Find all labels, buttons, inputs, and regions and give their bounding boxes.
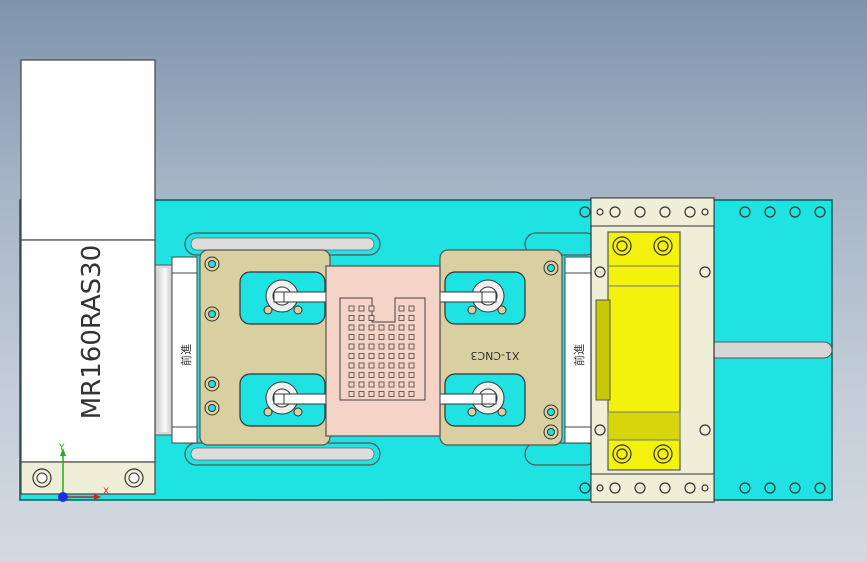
pin-grid [348,305,415,397]
contact-pin [368,381,375,388]
contact-pin [368,391,375,397]
contact-pin [398,381,405,388]
contact-pin [388,381,395,388]
servo-motor: MR160RAS30 [20,59,156,495]
right-bracket: 前進 [564,256,596,444]
contact-pin [398,372,405,378]
contact-pin [408,362,415,369]
contact-pin [388,334,395,340]
contact-pin [358,315,365,321]
contact-pin [358,372,365,378]
axis-triad: Y X [58,443,109,502]
contact-pin [358,381,365,388]
center-nest [325,265,441,437]
contact-pin [388,362,395,369]
contact-pin [368,353,375,359]
contact-pin [368,315,375,321]
contact-pin [408,334,415,340]
contact-pin [348,315,355,321]
contact-pin [408,353,415,359]
contact-pin [398,353,405,359]
contact-pin [408,343,415,350]
contact-pin [368,343,375,350]
contact-pin [358,391,365,397]
contact-pin [348,391,355,397]
contact-pin [408,315,415,321]
contact-pin [388,343,395,350]
contact-pin [368,334,375,340]
contact-pin [408,372,415,378]
contact-pin [348,334,355,340]
contact-pin [368,372,375,378]
contact-pin [358,353,365,359]
left-bracket: 前進 [171,256,198,444]
contact-pin [378,334,385,340]
axis-x-label: X [103,487,109,497]
axis-y-label: Y [58,443,65,453]
guide-rod [705,341,833,359]
contact-pin [388,324,395,331]
contact-pin [378,372,385,378]
contact-pin [348,305,355,312]
contact-pin [398,343,405,350]
contact-pin [368,362,375,369]
contact-pin [408,324,415,331]
contact-pin [398,391,405,397]
contact-pin [398,362,405,369]
motor-model-label: MR160RAS30 [77,245,107,420]
contact-pin [348,324,355,331]
contact-pin [378,343,385,350]
contact-pin [348,362,355,369]
contact-pin [408,305,415,312]
rail-bottom [184,442,598,466]
contact-pin [398,305,405,312]
contact-pin [358,343,365,350]
contact-pin [388,391,395,397]
fixture-left-half [199,249,331,446]
contact-pin [348,372,355,378]
contact-pin [348,381,355,388]
fixture-label: X1-CNC3 [470,349,519,362]
contact-pin [378,381,385,388]
contact-pin [398,315,405,321]
contact-pin [378,362,385,369]
contact-pin [358,362,365,369]
contact-pin [348,343,355,350]
bracket-label-right: 前進 [572,344,586,366]
contact-pin [398,324,405,331]
contact-pin [358,324,365,331]
contact-pin [408,381,415,388]
contact-pin [388,353,395,359]
contact-pin [408,391,415,397]
contact-pin [378,324,385,331]
right-carriage [590,197,715,503]
bracket-label-left: 前進 [179,344,193,366]
contact-pin [358,334,365,340]
contact-pin [368,305,375,312]
contact-pin [378,353,385,359]
contact-pin [378,391,385,397]
toggle-clamps [263,279,507,417]
contact-pin [398,334,405,340]
contact-pin [388,372,395,378]
contact-pin [348,353,355,359]
contact-pin [358,305,365,312]
contact-pin [368,324,375,331]
